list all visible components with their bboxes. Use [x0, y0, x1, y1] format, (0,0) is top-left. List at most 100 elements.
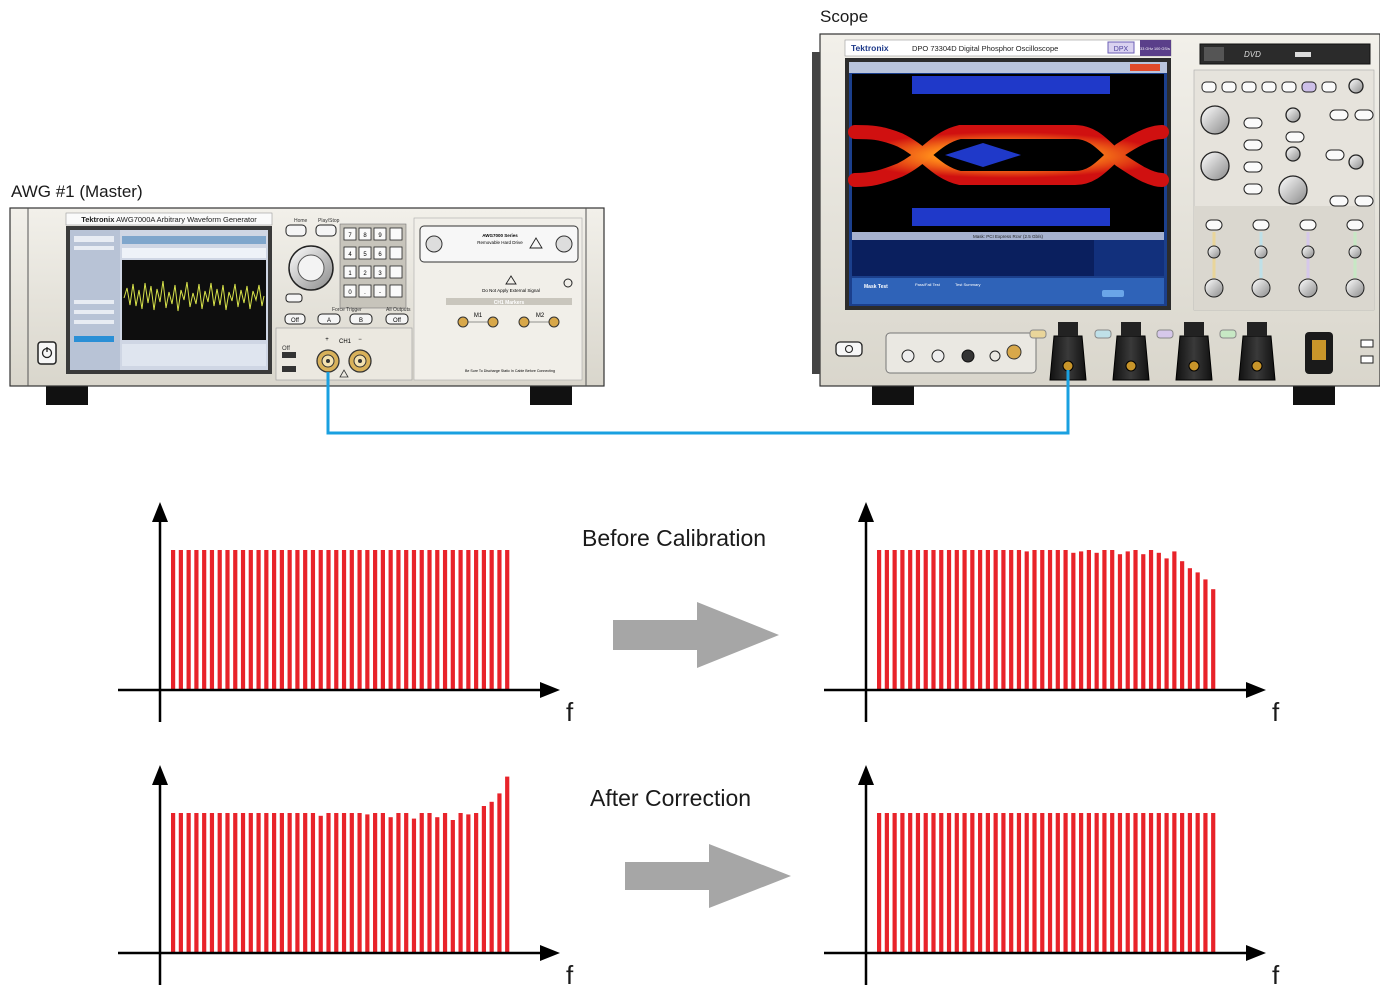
scope-channel-button[interactable]: [1299, 219, 1317, 231]
scope-knob[interactable]: [1200, 105, 1230, 135]
scope-channel-button[interactable]: [1346, 219, 1364, 231]
scope-knob[interactable]: [1285, 107, 1301, 123]
scope-channel-knob[interactable]: [1251, 278, 1271, 298]
scope-button[interactable]: [1243, 117, 1263, 129]
scope-button[interactable]: [1201, 81, 1217, 93]
keypad-unit-key[interactable]: [389, 227, 403, 241]
scope-channel-knob[interactable]: [1348, 245, 1362, 259]
scope-knob[interactable]: [1200, 151, 1230, 181]
keypad-key[interactable]: [373, 284, 387, 298]
awg-all-outputs-button[interactable]: [385, 313, 409, 325]
spectrum-bar: [450, 820, 455, 953]
scope-probe[interactable]: [1049, 335, 1087, 381]
scope-button[interactable]: [1285, 131, 1305, 143]
scope-probe[interactable]: [1175, 335, 1213, 381]
awg-trigger-b-button[interactable]: [349, 313, 373, 325]
awg-ch1-label: CH1: [339, 339, 352, 345]
scope-button[interactable]: [1301, 81, 1317, 93]
keypad-key[interactable]: [358, 246, 372, 260]
scope-channel-knob[interactable]: [1207, 245, 1221, 259]
scope-button[interactable]: [1321, 81, 1337, 93]
scope-channel-knob[interactable]: [1298, 278, 1318, 298]
scope-power-button[interactable]: [835, 341, 863, 357]
keypad-unit-key[interactable]: [389, 246, 403, 260]
spectrum-bar: [202, 813, 207, 953]
keypad-key[interactable]: [343, 265, 357, 279]
scope-knob[interactable]: [1278, 175, 1308, 205]
scope-probe-connector[interactable]: [1125, 360, 1137, 372]
spectrum-bar: [225, 813, 230, 953]
scope-usb-port-2[interactable]: [1360, 355, 1374, 364]
keypad-key[interactable]: [358, 227, 372, 241]
scope-button[interactable]: [1261, 81, 1277, 93]
keypad-key[interactable]: [343, 284, 357, 298]
awg-usb-port-1[interactable]: [282, 352, 296, 358]
scope-button[interactable]: [1329, 195, 1349, 207]
scope-probe-connector[interactable]: [1251, 360, 1263, 372]
awg-m2-plus[interactable]: [518, 316, 530, 328]
scope-probe-connector[interactable]: [1062, 360, 1074, 372]
keypad-key[interactable]: [343, 227, 357, 241]
spectrum-bar: [1009, 550, 1014, 690]
scope-probe[interactable]: [1238, 335, 1276, 381]
keypad-key[interactable]: [373, 227, 387, 241]
keypad-unit-key[interactable]: [389, 265, 403, 279]
keypad-key[interactable]: [373, 265, 387, 279]
awg-home-button[interactable]: [285, 224, 307, 237]
keypad-key[interactable]: [358, 265, 372, 279]
f-label-top-right: f: [1272, 697, 1280, 727]
scope-button[interactable]: [1243, 161, 1263, 173]
spectrum-bar: [1032, 550, 1037, 690]
awg-m1-minus[interactable]: [487, 316, 499, 328]
spectrum-bar: [442, 813, 448, 953]
awg-prev-button[interactable]: [285, 293, 303, 303]
scope-foot-right: [1293, 385, 1335, 405]
spectrum-bar: [1063, 813, 1068, 953]
scope-knob[interactable]: [1348, 154, 1364, 170]
spectrum-bar: [303, 813, 308, 953]
scope-aux-connector[interactable]: [1006, 344, 1022, 360]
keypad-key[interactable]: [373, 246, 387, 260]
awg-off-button-left[interactable]: [284, 313, 306, 325]
scope-knob[interactable]: [1348, 78, 1364, 94]
y-axis-arrowhead: [152, 765, 168, 785]
awg-panel-title: AWG7000 Series: [482, 233, 518, 238]
scope-button[interactable]: [1221, 81, 1237, 93]
awg-trigger-a-button[interactable]: [317, 313, 341, 325]
scope-channel-knob[interactable]: [1254, 245, 1268, 259]
scope-probe-connector[interactable]: [1188, 360, 1200, 372]
scope-probe-head: [1247, 322, 1267, 336]
scope-channel-knob[interactable]: [1301, 245, 1315, 259]
scope-usb-port-1[interactable]: [1360, 339, 1374, 348]
scope-button[interactable]: [1354, 195, 1374, 207]
scope-channel-button[interactable]: [1252, 219, 1270, 231]
scope-probe[interactable]: [1112, 335, 1150, 381]
awg-power-button[interactable]: [37, 341, 57, 365]
spectrum-bar: [978, 550, 983, 690]
spectrum-bar: [1156, 552, 1161, 690]
awg-do-not-apply: Do Not Apply External Signal: [482, 288, 540, 293]
keypad-key[interactable]: [343, 246, 357, 260]
scope-channel-button[interactable]: [1205, 219, 1223, 231]
scope-button[interactable]: [1243, 183, 1263, 195]
awg-playstop-button[interactable]: [315, 224, 337, 237]
scope-button[interactable]: [1243, 139, 1263, 151]
scope-channel-knob[interactable]: [1204, 278, 1224, 298]
y-axis-arrowhead: [858, 502, 874, 522]
scope-button[interactable]: [1325, 149, 1345, 161]
scope-button[interactable]: [1354, 109, 1374, 121]
spectrum-bar: [349, 813, 354, 953]
spectrum-bar: [1110, 813, 1115, 953]
spectrum-bar: [481, 550, 486, 690]
scope-button[interactable]: [1281, 81, 1297, 93]
scope-button[interactable]: [1329, 109, 1349, 121]
awg-m2-minus[interactable]: [548, 316, 560, 328]
keypad-unit-key[interactable]: [389, 284, 403, 298]
awg-m1-plus[interactable]: [457, 316, 469, 328]
scope-knob[interactable]: [1285, 146, 1301, 162]
spectrum-bar: [1102, 813, 1107, 953]
keypad-key[interactable]: [358, 284, 372, 298]
awg-usb-port-2[interactable]: [282, 366, 296, 372]
scope-button[interactable]: [1241, 81, 1257, 93]
scope-channel-knob[interactable]: [1345, 278, 1365, 298]
